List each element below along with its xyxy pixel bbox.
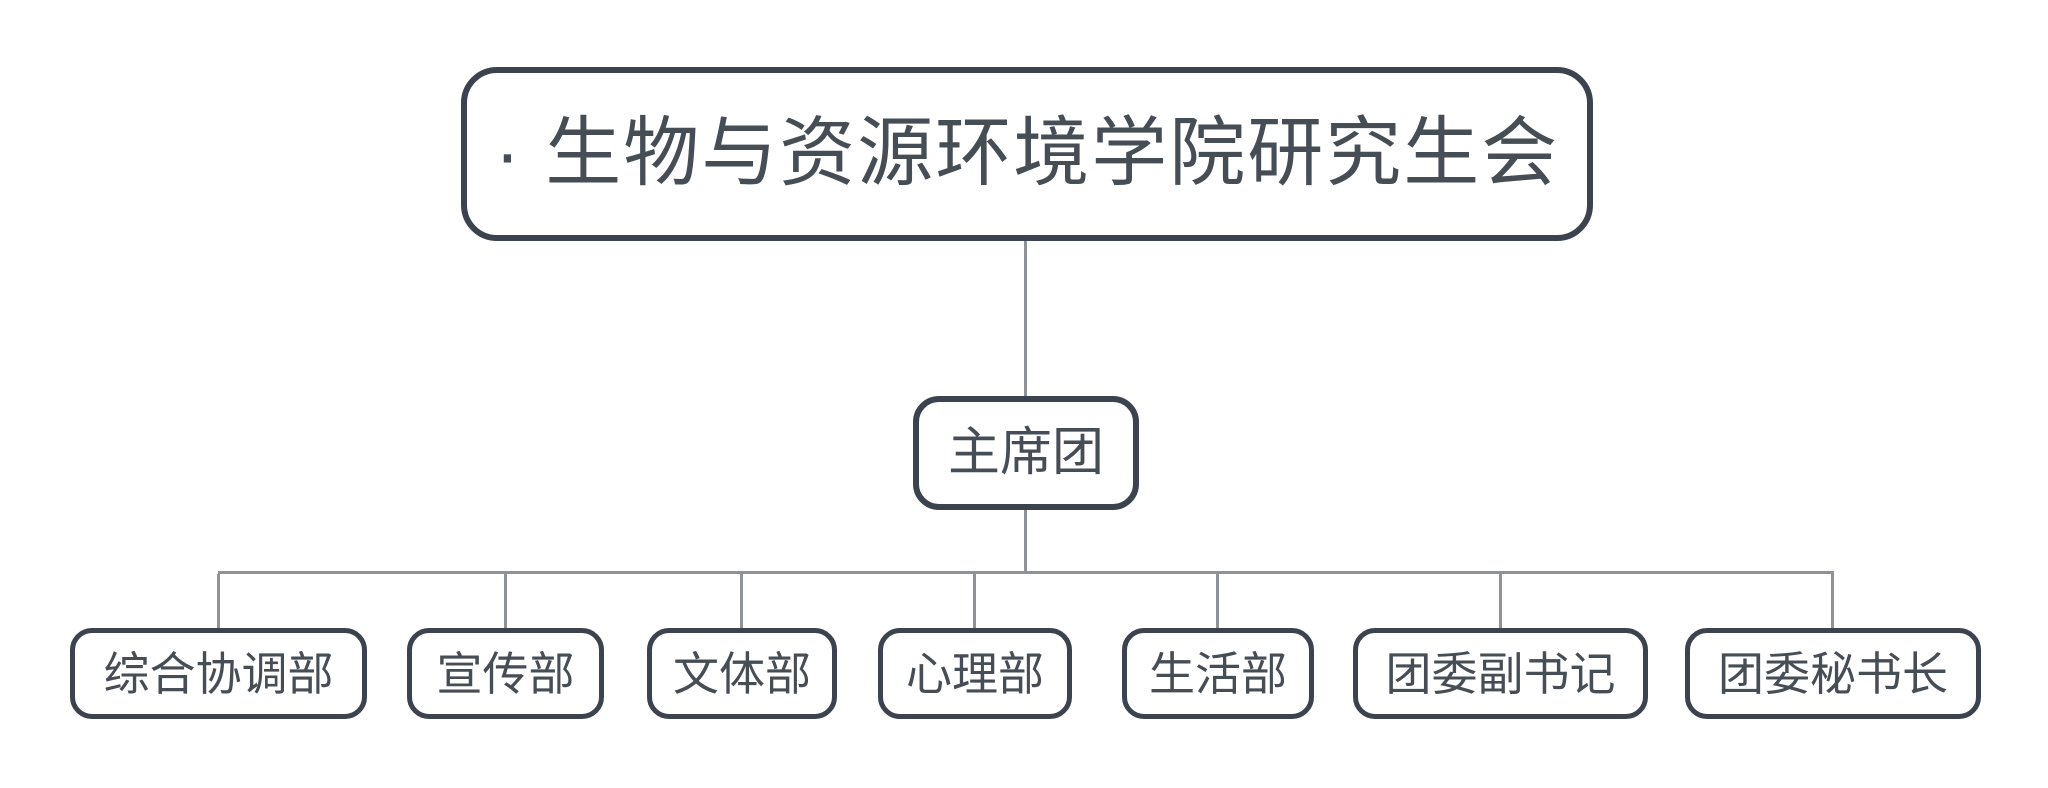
connector-drop-shenghuobu — [1216, 574, 1219, 628]
connector-drop-xinlibu — [973, 574, 976, 628]
org-node-wentibu[interactable]: 文体部 — [647, 628, 837, 719]
org-node-label: 综合协调部 — [103, 647, 334, 700]
org-node-label: 宣传部 — [436, 647, 575, 700]
connector-drop-tuanweifushuji — [1499, 574, 1502, 628]
org-node-label: 心理部 — [906, 647, 1044, 700]
org-node-tuanweimishuzhang[interactable]: 团委秘书长 — [1685, 628, 1981, 719]
org-node-label: 团委副书记 — [1385, 647, 1616, 700]
connector-presidium-stem — [1024, 510, 1027, 571]
org-node-label: 团委秘书长 — [1718, 647, 1948, 700]
org-node-presidium[interactable]: 主席团 — [913, 396, 1139, 510]
org-node-shenghuobu[interactable]: 生活部 — [1122, 628, 1314, 719]
org-node-presidium-label: 主席团 — [947, 424, 1104, 482]
org-node-xuanchuanbu[interactable]: 宣传部 — [407, 628, 604, 719]
org-node-xinlibu[interactable]: 心理部 — [878, 628, 1072, 719]
org-node-label: 文体部 — [673, 647, 811, 700]
org-node-zonghexietiaobu[interactable]: 综合协调部 — [70, 628, 367, 719]
connector-drop-zonghexietiaobu — [217, 574, 220, 628]
connector-drop-wentibu — [740, 574, 743, 628]
connector-drop-xuanchuanbu — [504, 574, 507, 628]
org-node-label: 生活部 — [1149, 647, 1287, 700]
org-node-root-label: · 生物与资源环境学院研究生会 — [494, 111, 1560, 196]
connector-root-presidium — [1024, 241, 1027, 396]
org-node-root[interactable]: · 生物与资源环境学院研究生会 — [461, 67, 1593, 241]
connector-horizontal-bar — [218, 571, 1834, 574]
connector-drop-tuanweimishuzhang — [1831, 574, 1834, 628]
org-node-tuanweifushuji[interactable]: 团委副书记 — [1353, 628, 1648, 719]
